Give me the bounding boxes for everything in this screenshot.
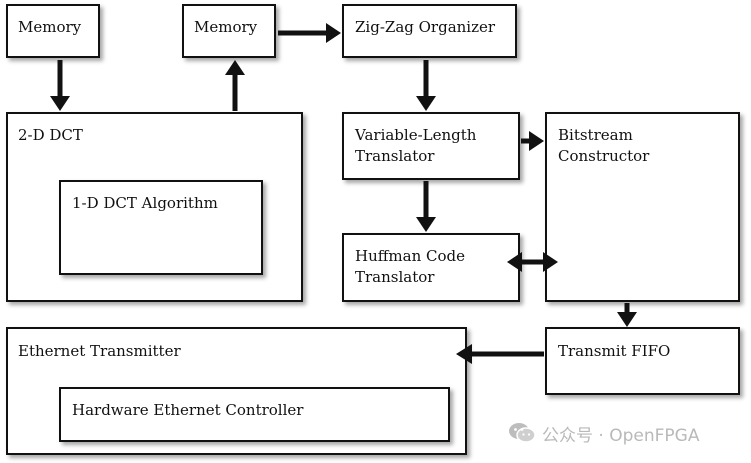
variable-length-translator-block [342,112,520,180]
ethernet-transmitter-label: Ethernet Transmitter [18,342,181,360]
zigzag-organizer-label: Zig-Zag Organizer [355,18,496,36]
dct-1d-algorithm-label: 1-D DCT Algorithm [72,194,218,212]
bitstream-constructor-label: Bitstream Constructor [558,126,650,165]
huffman-code-translator-block [342,233,520,302]
transmit-fifo-block [545,327,740,395]
variable-length-translator-label: Variable-Length Translator [355,126,477,165]
memory-left-block [6,4,100,58]
huffman-code-translator-label: Huffman Code Translator [355,247,465,286]
dct-1d-algorithm-block [59,180,263,275]
arrow-bitstream-to-fifo [617,303,637,327]
arrow-fifo-to-ethernet [456,344,544,364]
hardware-ethernet-controller-block [59,387,450,442]
arrow-huffman-bitstream-bidirectional [507,252,558,272]
arrow-dct-to-memory [225,60,245,111]
memory-right-block [182,4,276,58]
dct-2d-label: 2-D DCT [18,126,83,144]
memory-right-label: Memory [194,18,258,36]
watermark-text: 公众号 · OpenFPGA [542,425,700,446]
zigzag-organizer-block [342,4,517,58]
memory-left-label: Memory [18,18,82,36]
arrow-zigzag-to-vlt [416,60,436,111]
transmit-fifo-label: Transmit FIFO [558,342,671,360]
wechat-icon [509,423,536,443]
arrow-vlt-to-huffman [416,181,436,232]
watermark: 公众号 · OpenFPGA [508,420,699,446]
arrow-memory-to-dct [50,60,70,111]
bitstream-constructor-block [545,112,740,302]
hardware-ethernet-controller-label: Hardware Ethernet Controller [72,401,304,419]
arrow-vlt-to-bitstream [521,131,544,151]
arrow-memory-to-zigzag [278,23,341,43]
